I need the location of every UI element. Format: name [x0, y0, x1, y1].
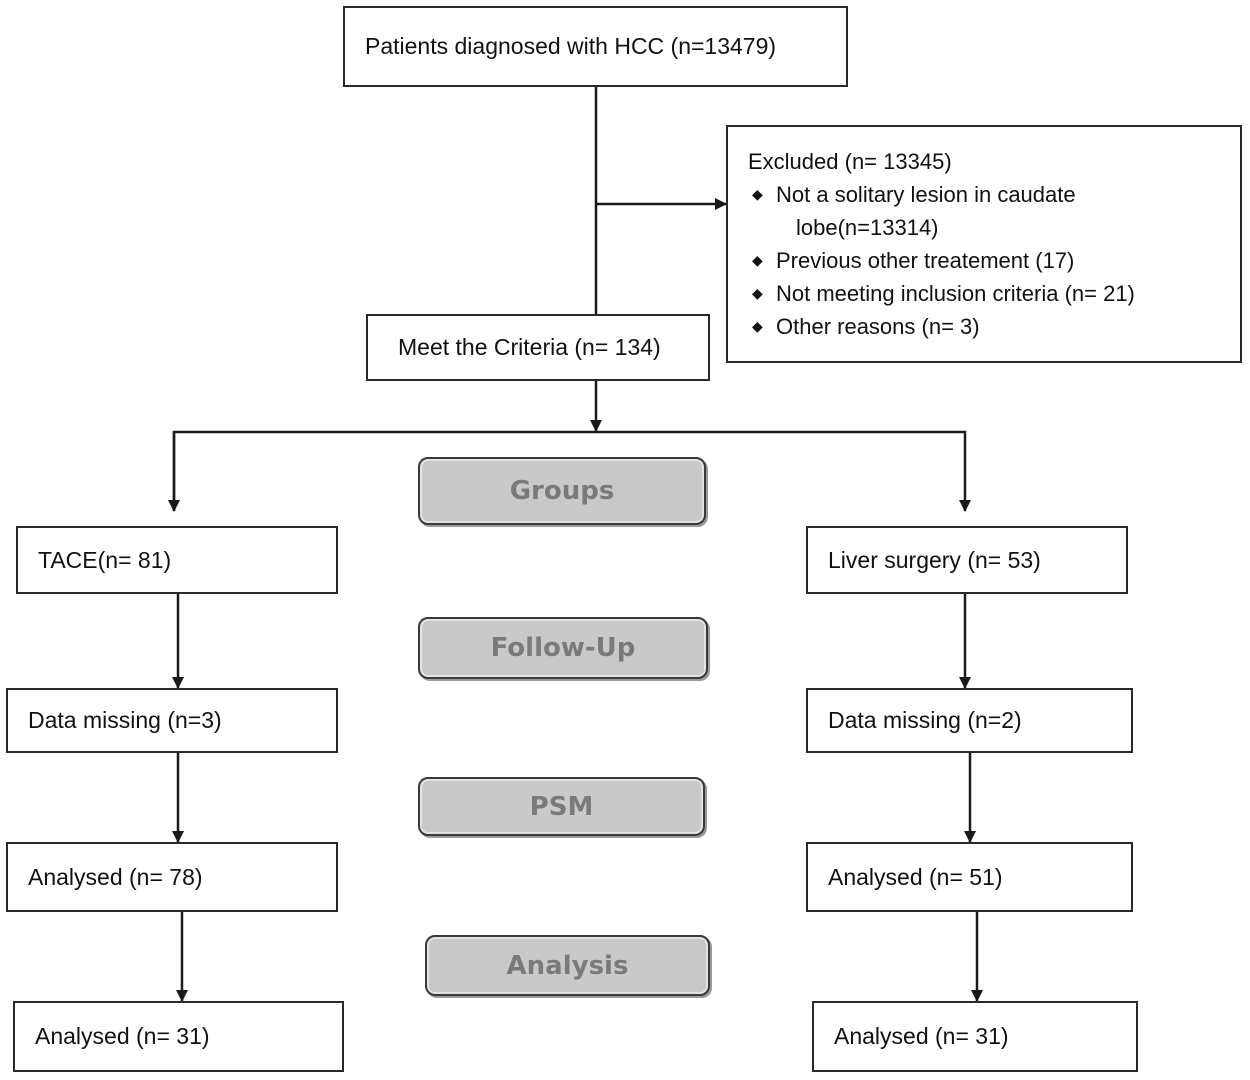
tace-missing-label: Data missing (n=3) — [28, 707, 222, 733]
patients-label: Patients diagnosed with HCC (n=13479) — [365, 33, 777, 59]
diamond-bullet-icon: ◆ — [752, 186, 763, 202]
excluded-item: ◆ Not meeting inclusion criteria (n= 21) — [748, 277, 1240, 310]
stage-analysis-label: Analysis — [506, 950, 629, 981]
diamond-bullet-icon: ◆ — [752, 285, 763, 301]
tace-analysed-box: Analysed (n= 78) — [6, 842, 338, 912]
excluded-item-label: Not a solitary lesion in caudate — [776, 182, 1076, 207]
liver-missing-box: Data missing (n=2) — [806, 688, 1133, 753]
stage-psm: PSM — [418, 777, 705, 836]
diamond-bullet-icon: ◆ — [752, 252, 763, 268]
stage-psm-label: PSM — [529, 791, 594, 822]
excluded-title: Excluded (n= 13345) — [748, 149, 952, 174]
stage-groups: Groups — [418, 457, 706, 525]
liver-surgery-label: Liver surgery (n= 53) — [828, 546, 1041, 573]
liver-analysed-box: Analysed (n= 51) — [806, 842, 1133, 912]
excluded-item-label: Other reasons (n= 3) — [776, 314, 980, 339]
excluded-item-label: Previous other treatement (17) — [776, 248, 1075, 273]
liver-final-label: Analysed (n= 31) — [834, 1023, 1009, 1049]
excluded-item: ◆ Not a solitary lesion in caudate lobe(… — [748, 178, 1240, 244]
stage-follow-up: Follow-Up — [418, 617, 708, 679]
excluded-item: ◆ Previous other treatement (17) — [748, 244, 1240, 277]
patients-box: Patients diagnosed with HCC (n=13479) — [343, 6, 848, 87]
tace-final-label: Analysed (n= 31) — [35, 1023, 210, 1049]
criteria-box: Meet the Criteria (n= 134) — [366, 314, 710, 381]
stage-analysis: Analysis — [425, 935, 710, 996]
excluded-item-label: Not meeting inclusion criteria (n= 21) — [776, 281, 1135, 306]
tace-box: TACE(n= 81) — [16, 526, 338, 594]
liver-missing-label: Data missing (n=2) — [828, 707, 1022, 733]
excluded-item: ◆ Other reasons (n= 3) — [748, 310, 1240, 343]
tace-analysed-label: Analysed (n= 78) — [28, 863, 203, 890]
liver-final-box: Analysed (n= 31) — [812, 1001, 1138, 1072]
diamond-bullet-icon: ◆ — [752, 318, 763, 334]
stage-follow-up-label: Follow-Up — [490, 633, 636, 663]
excluded-box: Excluded (n= 13345) ◆ Not a solitary les… — [726, 125, 1242, 363]
liver-surgery-box: Liver surgery (n= 53) — [806, 526, 1128, 594]
criteria-label: Meet the Criteria (n= 134) — [398, 334, 661, 360]
stage-groups-label: Groups — [509, 476, 615, 506]
tace-label: TACE(n= 81) — [38, 546, 172, 573]
excluded-item-continuation: lobe(n=13314) — [796, 215, 939, 240]
tace-missing-box: Data missing (n=3) — [6, 688, 338, 753]
tace-final-box: Analysed (n= 31) — [13, 1001, 344, 1072]
liver-analysed-label: Analysed (n= 51) — [828, 863, 1003, 890]
